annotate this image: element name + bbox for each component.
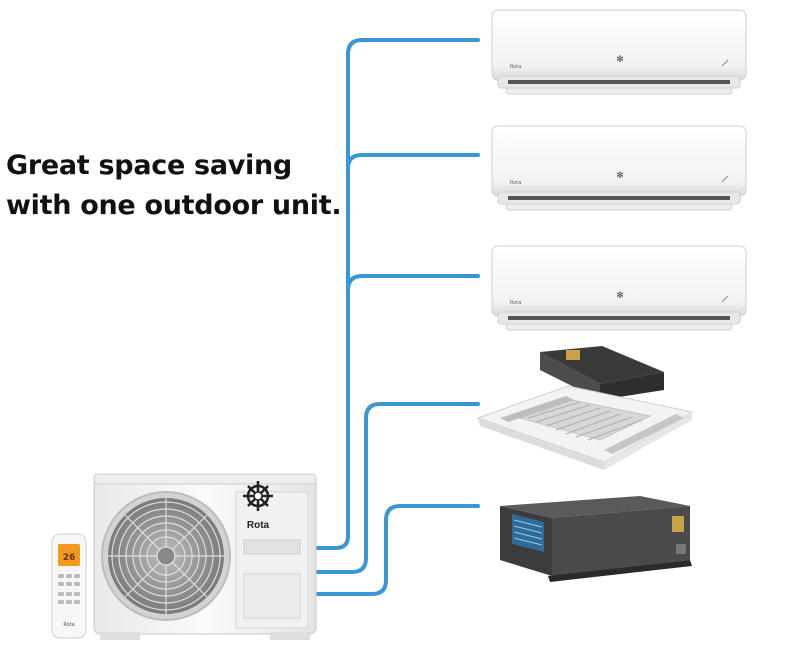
- cassette-unit: [476, 346, 694, 470]
- rota-logo-icon: [243, 481, 273, 511]
- outdoor-unit: [93, 473, 317, 640]
- svg-text:Rota: Rota: [510, 64, 521, 70]
- pipe-to-unit-4: [316, 402, 480, 574]
- refrigerant-pipes: [316, 38, 480, 596]
- headline: Great space saving with one outdoor unit…: [6, 146, 342, 226]
- headline-line-2: with one outdoor unit.: [6, 190, 342, 221]
- svg-text:Rota: Rota: [510, 300, 521, 306]
- headline-line-1: Great space saving: [6, 150, 292, 181]
- wall-unit-3: Rota ✻: [491, 245, 747, 331]
- ducted-unit: [500, 496, 692, 582]
- wall-unit-1: Rota ✻: [491, 9, 747, 95]
- wall-unit-2: Rota ✻: [491, 125, 747, 211]
- pipe-to-unit-5: [316, 504, 480, 596]
- remote-control: Rota: [51, 533, 87, 639]
- pipe-to-unit-2: [346, 153, 480, 170]
- svg-text:Rota: Rota: [510, 180, 521, 186]
- outdoor-brand-label: Rota: [247, 520, 270, 531]
- pipe-to-unit-3: [346, 274, 480, 292]
- pipe-to-unit-1: [316, 38, 480, 550]
- remote-brand-label: Rota: [63, 622, 74, 628]
- svg-text:✻: ✻: [616, 55, 624, 65]
- svg-text:✻: ✻: [616, 291, 624, 301]
- svg-text:✻: ✻: [616, 171, 624, 181]
- remote-display-value: 26: [63, 553, 76, 563]
